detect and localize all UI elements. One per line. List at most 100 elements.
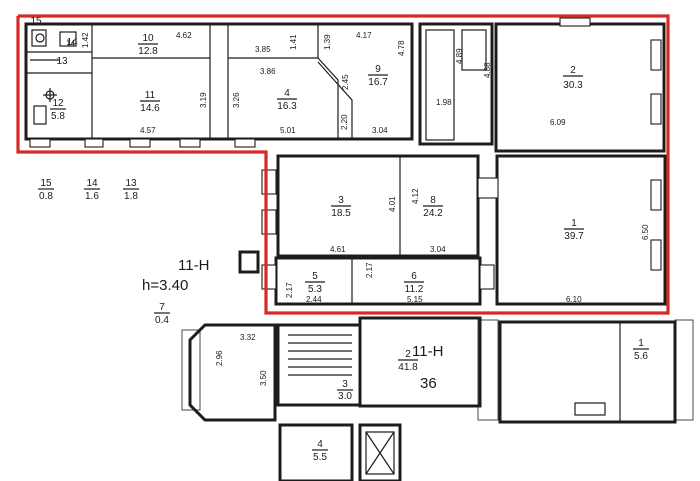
room-1-label: 139.7 <box>564 218 584 242</box>
svg-text:30.3: 30.3 <box>563 80 583 91</box>
svg-text:41.8: 41.8 <box>398 362 418 373</box>
svg-text:2: 2 <box>570 65 576 76</box>
svg-text:3.0: 3.0 <box>338 391 352 402</box>
svg-text:7: 7 <box>159 302 165 313</box>
svg-text:5.6: 5.6 <box>634 351 648 362</box>
svg-text:1.98: 1.98 <box>436 98 452 107</box>
room-12-label: 125.8 <box>50 98 66 122</box>
svg-text:3: 3 <box>342 379 348 390</box>
svg-text:10: 10 <box>142 33 154 44</box>
svg-text:2.45: 2.45 <box>341 74 350 90</box>
svg-text:11: 11 <box>145 90 156 101</box>
svg-text:1.42: 1.42 <box>81 32 90 48</box>
upper-right-block <box>418 17 666 153</box>
svg-text:24.2: 24.2 <box>423 208 443 219</box>
svg-text:3.85: 3.85 <box>255 45 271 54</box>
svg-text:4.61: 4.61 <box>330 245 346 254</box>
room-b2-label: 241.8 <box>398 349 418 373</box>
svg-text:0.4: 0.4 <box>155 315 169 326</box>
svg-text:6.50: 6.50 <box>641 224 650 240</box>
room-e7-label: 70.4 <box>154 302 170 326</box>
svg-text:15: 15 <box>40 178 52 189</box>
svg-text:8: 8 <box>430 195 436 206</box>
room-6-label: 611.2 <box>404 271 424 295</box>
svg-text:16.3: 16.3 <box>277 101 297 112</box>
svg-text:4.62: 4.62 <box>176 31 192 40</box>
svg-text:3.04: 3.04 <box>430 245 446 254</box>
svg-text:0.8: 0.8 <box>39 191 53 202</box>
svg-text:6.09: 6.09 <box>550 118 566 127</box>
room-9-label: 916.7 <box>368 64 388 88</box>
room-14-label: 14 <box>66 37 78 48</box>
svg-text:3.19: 3.19 <box>199 92 208 108</box>
svg-text:4.78: 4.78 <box>397 40 406 56</box>
svg-text:3: 3 <box>338 195 344 206</box>
svg-text:4.89: 4.89 <box>455 48 464 64</box>
svg-text:3.04: 3.04 <box>372 126 388 135</box>
svg-text:4.01: 4.01 <box>388 196 397 212</box>
svg-text:3.50: 3.50 <box>259 370 268 386</box>
svg-text:11.2: 11.2 <box>405 284 424 295</box>
svg-text:5: 5 <box>312 271 318 282</box>
svg-text:1: 1 <box>638 338 644 349</box>
svg-text:12.8: 12.8 <box>138 46 158 57</box>
svg-text:4: 4 <box>284 88 290 99</box>
svg-text:14: 14 <box>66 39 75 48</box>
room-11-label: 11 14.6 <box>140 90 160 114</box>
lower-block <box>181 250 694 481</box>
svg-text:9: 9 <box>375 64 381 75</box>
svg-text:2.96: 2.96 <box>215 350 224 366</box>
svg-text:3.86: 3.86 <box>260 67 276 76</box>
room-e15-label: 150.8 <box>38 178 54 202</box>
room-2-label: 230.3 <box>563 65 583 91</box>
svg-text:6.10: 6.10 <box>566 295 582 304</box>
room-3-label: 318.5 <box>331 195 351 219</box>
svg-text:14: 14 <box>86 178 98 189</box>
svg-text:5.3: 5.3 <box>308 284 322 295</box>
svg-text:13: 13 <box>125 178 137 189</box>
upper-left-block <box>24 22 414 141</box>
svg-text:12: 12 <box>52 98 64 109</box>
svg-text:18.5: 18.5 <box>331 208 351 219</box>
svg-text:2.17: 2.17 <box>365 262 374 278</box>
room-5-label: 55.3 <box>305 271 325 295</box>
section-label: 11-Н <box>178 257 209 274</box>
svg-text:5.5: 5.5 <box>313 452 327 463</box>
room-b4-label: 45.5 <box>312 439 328 463</box>
svg-text:4.17: 4.17 <box>356 31 372 40</box>
svg-text:2: 2 <box>405 349 411 360</box>
svg-text:4: 4 <box>317 439 323 450</box>
svg-text:39.7: 39.7 <box>564 231 584 242</box>
room-b1-label: 15.6 <box>633 338 649 362</box>
lower-left-windows <box>29 138 256 148</box>
section-label-lower: 11-Н <box>412 343 443 360</box>
svg-text:1.41: 1.41 <box>289 34 298 50</box>
room-8-label: 824.2 <box>423 195 443 219</box>
svg-text:2.17: 2.17 <box>285 282 294 298</box>
svg-text:4.88: 4.88 <box>483 62 492 78</box>
svg-text:6: 6 <box>411 271 417 282</box>
svg-text:4.12: 4.12 <box>411 188 420 204</box>
room-e13-label: 131.8 <box>123 178 139 202</box>
svg-text:1.6: 1.6 <box>85 191 99 202</box>
svg-text:14.6: 14.6 <box>140 103 160 114</box>
svg-text:4.57: 4.57 <box>140 126 156 135</box>
dimension-labels: 4.62 1.42 14 3.85 1.41 1.39 4.17 4.78 4.… <box>66 31 650 386</box>
svg-text:5.8: 5.8 <box>51 111 65 122</box>
svg-text:3.32: 3.32 <box>240 333 256 342</box>
svg-text:16.7: 16.7 <box>368 77 388 88</box>
room-15-label: 15 <box>30 16 42 27</box>
entrance-number: 36 <box>420 375 437 392</box>
svg-text:2.20: 2.20 <box>340 114 349 130</box>
staircase <box>288 334 352 376</box>
room-10-label: 10 12.8 <box>138 33 158 57</box>
svg-text:1: 1 <box>571 218 577 229</box>
svg-text:5.01: 5.01 <box>280 126 296 135</box>
svg-text:1.8: 1.8 <box>124 191 138 202</box>
room-13-label: 13 <box>56 56 68 67</box>
height-label: h=3.40 <box>142 277 188 294</box>
room-e14-label: 141.6 <box>84 178 100 202</box>
svg-text:3.26: 3.26 <box>232 92 241 108</box>
